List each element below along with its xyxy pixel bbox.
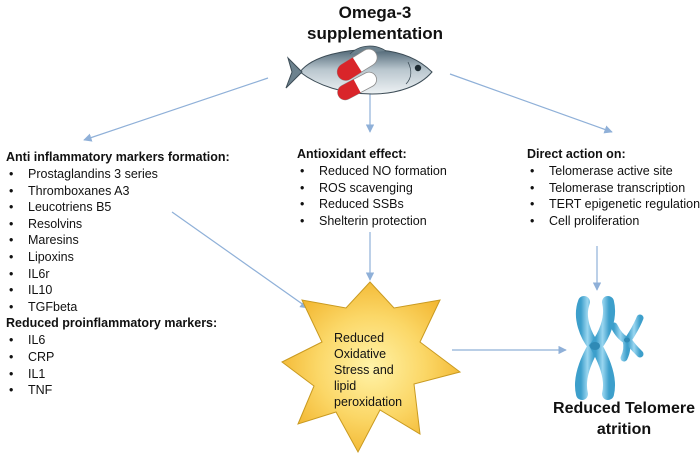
middle-column: Antioxidant effect: Reduced NO formation… xyxy=(297,146,447,229)
list-item: Thromboxanes A3 xyxy=(6,183,230,200)
antioxidant-list: Reduced NO formation ROS scavenging Redu… xyxy=(297,163,447,229)
star-label-line: Stress and xyxy=(334,363,394,377)
fish-capsule-icon xyxy=(285,45,433,101)
proinflammatory-list: IL6 CRP IL1 TNF xyxy=(6,332,230,398)
star-label-line: peroxidation xyxy=(334,395,403,409)
direct-action-list: Telomerase active site Telomerase transc… xyxy=(527,163,700,229)
star-label-line: lipid xyxy=(334,379,357,393)
chromosome-icon xyxy=(575,296,644,400)
star-label: Reduced Oxidative Stress and lipid perox… xyxy=(334,330,424,410)
star-burst-icon xyxy=(281,281,462,454)
list-item: Leucotriens B5 xyxy=(6,199,230,216)
list-item: Reduced SSBs xyxy=(297,196,447,213)
list-item: TNF xyxy=(6,382,230,399)
direct-action-heading: Direct action on: xyxy=(527,147,626,161)
list-item: Telomerase active site xyxy=(527,163,700,180)
list-item: IL10 xyxy=(6,282,230,299)
list-item: Resolvins xyxy=(6,216,230,233)
star-label-line: Reduced xyxy=(334,331,385,345)
list-item: TERT epigenetic regulation xyxy=(527,196,700,213)
list-item: Shelterin protection xyxy=(297,213,447,230)
list-item: Reduced NO formation xyxy=(297,163,447,180)
list-item: Maresins xyxy=(6,232,230,249)
proinflammatory-heading: Reduced proinflammatory markers: xyxy=(6,316,218,331)
anti-inflammatory-list: Prostaglandins 3 series Thromboxanes A3 … xyxy=(6,166,230,315)
result-line-1: Reduced Telomere xyxy=(553,400,695,417)
list-item: IL6r xyxy=(6,266,230,283)
list-item: Telomerase transcription xyxy=(527,180,700,197)
star-label-line: Oxidative xyxy=(334,347,387,361)
list-item: IL6 xyxy=(6,332,230,349)
title-line-1: Omega-3 xyxy=(338,3,412,22)
list-item: ROS scavenging xyxy=(297,180,447,197)
list-item: Lipoxins xyxy=(6,249,230,266)
list-item: Prostaglandins 3 series xyxy=(6,166,230,183)
antioxidant-heading: Antioxidant effect: xyxy=(297,147,407,161)
right-column: Direct action on: Telomerase active site… xyxy=(527,146,700,229)
arrow-to-left xyxy=(83,77,269,142)
title-line-2: supplementation xyxy=(306,24,443,43)
result-label: Reduced Telomere atrition xyxy=(548,398,700,440)
left-column: Anti inflammatory markers formation: Pro… xyxy=(6,149,230,399)
list-item: Cell proliferation xyxy=(527,213,700,230)
title: Omega-3 supplementation xyxy=(250,2,500,44)
arrow-to-right xyxy=(449,73,613,134)
list-item: TGFbeta xyxy=(6,299,230,316)
result-line-2: atrition xyxy=(596,421,652,438)
list-item: IL1 xyxy=(6,366,230,383)
anti-inflammatory-heading: Anti inflammatory markers formation: xyxy=(6,150,230,164)
list-item: CRP xyxy=(6,349,230,366)
